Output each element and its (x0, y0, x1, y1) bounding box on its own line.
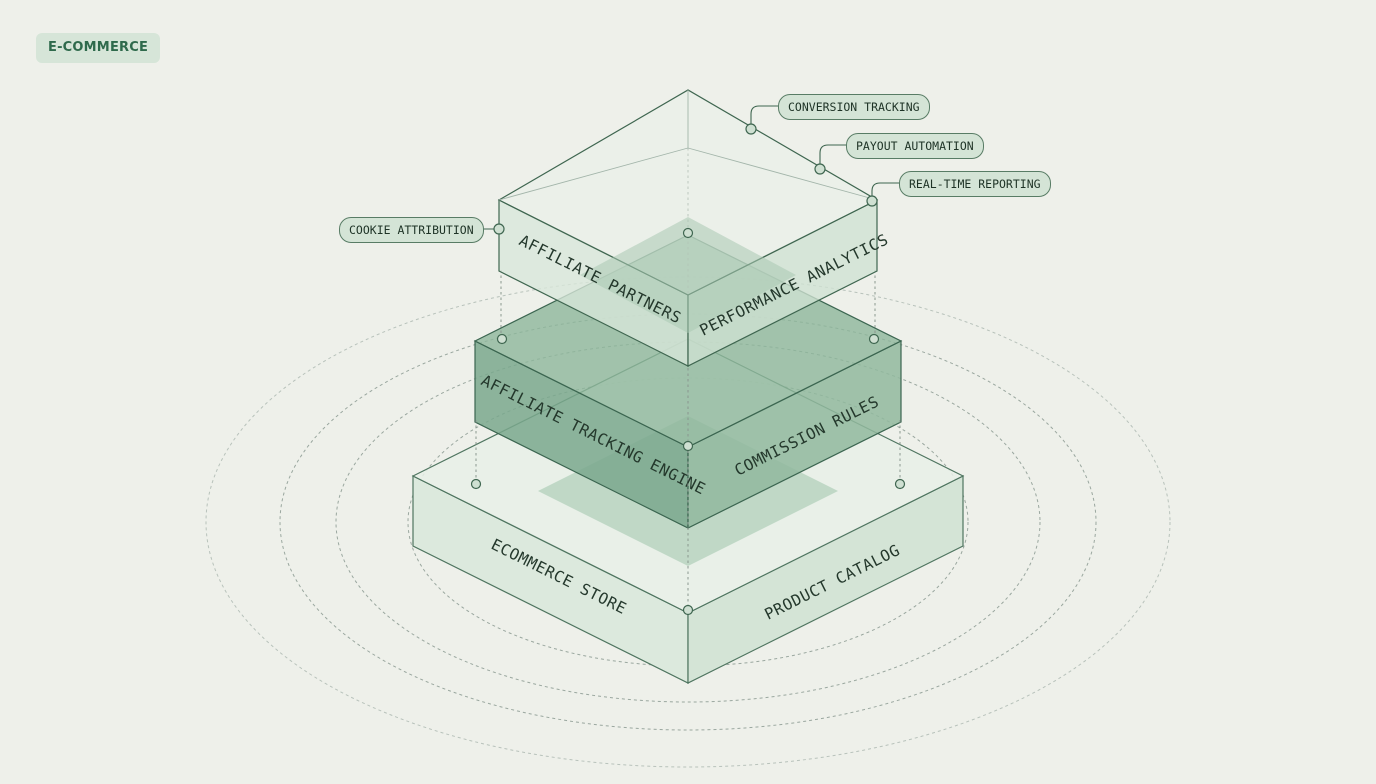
anchor-dot (682, 604, 694, 616)
anchor-dot (470, 478, 482, 490)
edge-dot-payout (814, 163, 826, 175)
anchor-dot (496, 333, 508, 345)
anchor-dot (894, 478, 906, 490)
partners-inner-square (580, 217, 796, 333)
edge-dot-conversion (745, 123, 757, 135)
edge-dot-cookie (493, 223, 505, 235)
leader-conversion (750, 105, 779, 129)
layer-affiliate-partners: AFFILIATE PARTNERS PERFORMANCE ANALYTICS (497, 89, 891, 367)
anchor-dot (682, 440, 694, 452)
leader-payout (819, 144, 846, 169)
orbit-ring-1 (407, 377, 969, 667)
category-badge: E-COMMERCE (36, 33, 161, 63)
callout-conversion-tracking: CONVERSION TRACKING (778, 94, 930, 120)
anchor-dot (682, 227, 694, 239)
anchor-dot (868, 333, 880, 345)
anchor-dots (470, 227, 906, 616)
callout-edge-dots (493, 123, 878, 235)
callout-payout-automation: PAYOUT AUTOMATION (846, 133, 984, 159)
edge-dot-reporting (866, 195, 878, 207)
callout-real-time-reporting: REAL-TIME REPORTING (899, 171, 1051, 197)
partners-inner-edges (498, 90, 878, 201)
leader-reporting (871, 182, 899, 201)
callout-cookie-attribution: COOKIE ATTRIBUTION (339, 217, 484, 243)
